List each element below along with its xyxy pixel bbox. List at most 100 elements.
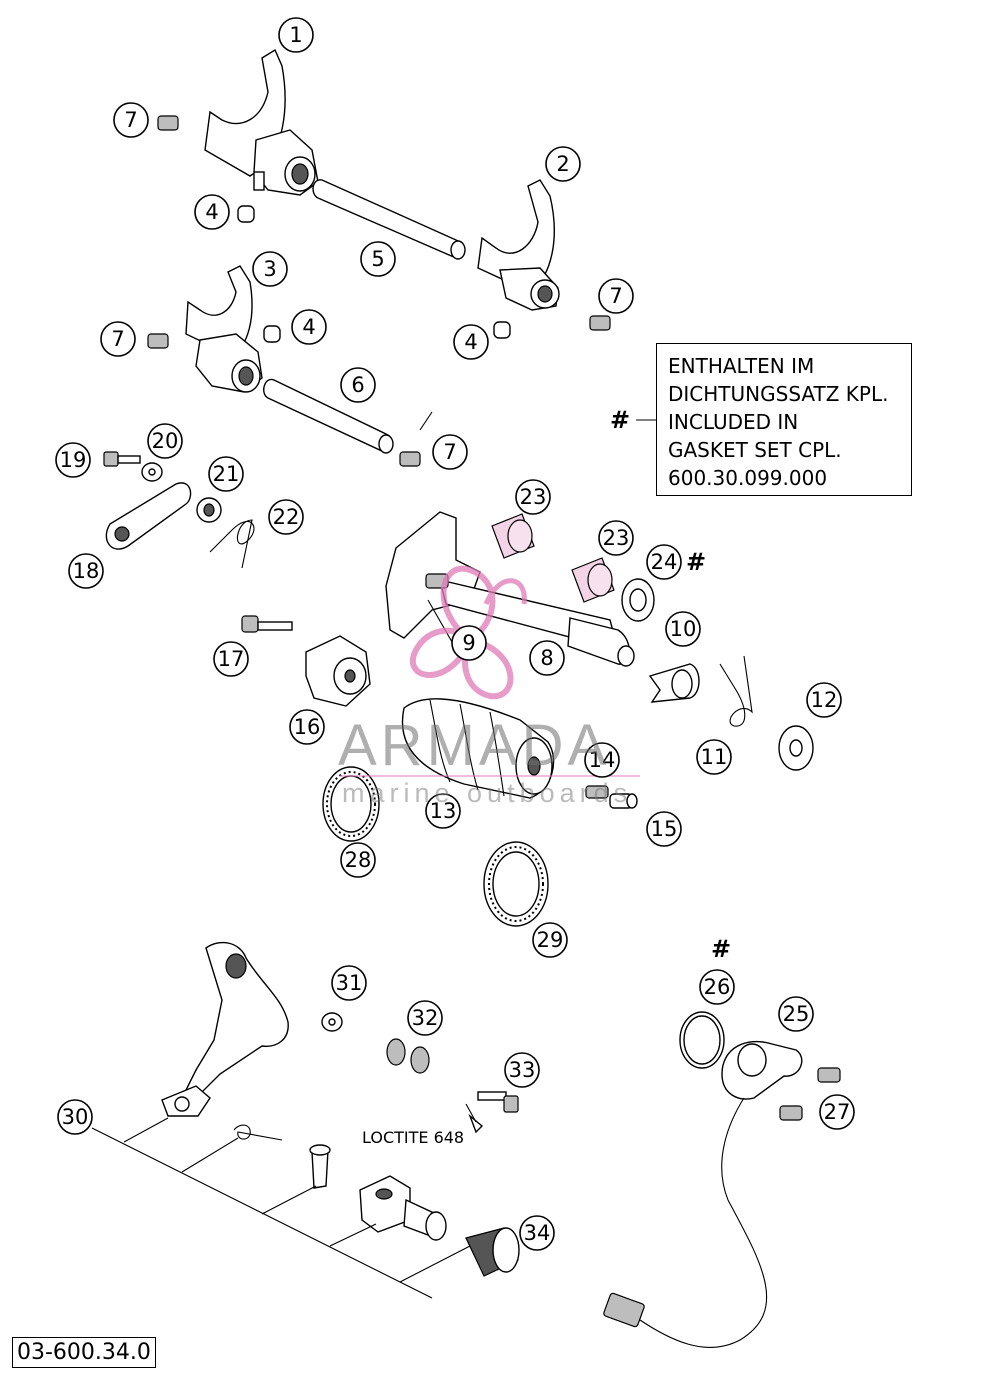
callout-5: 5 — [360, 241, 396, 277]
spring-clip-30 — [233, 1124, 283, 1141]
pin-30 — [309, 1144, 331, 1189]
gear-position-sensor-25 — [603, 1040, 803, 1348]
svg-text:14: 14 — [589, 748, 616, 772]
callout-29: 29 — [532, 922, 568, 958]
svg-text:30: 30 — [62, 1105, 89, 1129]
callout-30-leaders — [91, 1117, 471, 1299]
callout-16: 16 — [289, 709, 325, 745]
shift-pedal-tip-30 — [359, 1175, 447, 1241]
spring-7-b — [589, 315, 611, 331]
callout-7-b: 7 — [598, 278, 634, 314]
callout-30: 30 — [57, 1099, 93, 1135]
callout-3: 3 — [252, 251, 288, 287]
callout-27: 27 — [819, 1094, 855, 1130]
svg-text:20: 20 — [152, 429, 179, 453]
callout-13: 13 — [425, 793, 461, 829]
callout-4-c: 4 — [453, 324, 489, 360]
callout-7-a: 7 — [113, 102, 149, 138]
svg-text:8: 8 — [540, 646, 553, 670]
svg-text:4: 4 — [205, 200, 218, 224]
svg-text:21: 21 — [213, 462, 240, 486]
callout-10: 10 — [665, 611, 701, 647]
note-line-2: DICHTUNGSSATZ KPL. — [668, 382, 889, 406]
callout-14: 14 — [584, 742, 620, 778]
needle-bearing-23-b — [571, 557, 615, 603]
shift-rod-5 — [312, 179, 466, 260]
svg-text:7: 7 — [443, 440, 456, 464]
shift-drum-locating-16 — [305, 635, 371, 707]
svg-text:19: 19 — [60, 448, 87, 472]
svg-text:24: 24 — [651, 550, 678, 574]
callout-4-a: 4 — [194, 194, 230, 230]
hash-marker-note: # — [610, 406, 631, 434]
note-line-1: ENTHALTEN IM — [668, 354, 815, 378]
callout-7-d: 7 — [432, 434, 468, 470]
callout-19: 19 — [55, 442, 91, 478]
shaft-seal-24 — [621, 578, 655, 622]
svg-text:7: 7 — [609, 284, 622, 308]
svg-text:6: 6 — [351, 373, 364, 397]
hash-marker-24: # — [686, 548, 707, 576]
callout-25: 25 — [778, 996, 814, 1032]
watermark-tagline: marine outboards — [342, 778, 633, 808]
svg-text:5: 5 — [371, 247, 384, 271]
screw-27-a — [817, 1067, 841, 1083]
svg-text:33: 33 — [509, 1058, 536, 1082]
callout-23-b: 23 — [598, 520, 634, 556]
gasket-set-note: ENTHALTEN IM DICHTUNGSSATZ KPL. INCLUDED… — [656, 343, 912, 496]
roller-4-b — [263, 325, 281, 343]
bolt-19 — [103, 451, 141, 467]
svg-text:23: 23 — [520, 485, 547, 509]
spring-14 — [585, 785, 609, 799]
washer-12 — [778, 725, 814, 771]
callout-4-b: 4 — [291, 309, 327, 345]
washer-20 — [141, 462, 163, 482]
locking-lever-18 — [105, 482, 192, 550]
callout-18: 18 — [68, 553, 104, 589]
callout-33: 33 — [504, 1052, 540, 1088]
callout-31: 31 — [331, 965, 367, 1001]
callout-32: 32 — [407, 1000, 443, 1036]
callout-7-c: 7 — [100, 321, 136, 357]
svg-text:15: 15 — [651, 817, 678, 841]
svg-text:28: 28 — [345, 848, 372, 872]
callout-leaders — [419, 411, 658, 1123]
bushing-21 — [196, 497, 222, 523]
callout-26: 26 — [699, 969, 735, 1005]
svg-text:26: 26 — [704, 975, 731, 999]
svg-text:3: 3 — [263, 257, 276, 281]
diagram-reference-number: 03-600.34.0 — [12, 1337, 156, 1368]
o-ring-26 — [679, 1011, 725, 1069]
shift-fork-2 — [477, 179, 560, 311]
washer-31 — [321, 1012, 343, 1032]
svg-text:1: 1 — [289, 23, 302, 47]
spring-7-c — [147, 333, 169, 349]
screw-27-b — [779, 1105, 803, 1121]
shift-drum-13 — [401, 698, 555, 799]
lock-washers-32 — [386, 1038, 430, 1074]
shift-fork-1 — [204, 48, 319, 196]
svg-text:12: 12 — [811, 688, 838, 712]
callout-12: 12 — [806, 682, 842, 718]
callout-34: 34 — [519, 1215, 555, 1251]
callout-23-a: 23 — [515, 479, 551, 515]
callout-2: 2 — [545, 146, 581, 182]
svg-text:29: 29 — [537, 928, 564, 952]
spring-7-d — [399, 451, 421, 467]
note-line-5: 600.30.099.000 — [668, 466, 828, 490]
callout-22: 22 — [268, 499, 304, 535]
callout-28: 28 — [340, 842, 376, 878]
spring-22 — [209, 519, 255, 569]
svg-text:2: 2 — [556, 152, 569, 176]
bearing-28 — [322, 766, 380, 842]
callout-11: 11 — [696, 739, 732, 775]
svg-text:9: 9 — [462, 631, 475, 655]
svg-text:13: 13 — [430, 799, 457, 823]
watermark-brand: ARMADA — [338, 713, 611, 778]
svg-text:31: 31 — [336, 971, 363, 995]
callout-6: 6 — [340, 367, 376, 403]
shift-fork-3 — [185, 265, 263, 393]
callout-15: 15 — [646, 811, 682, 847]
roller-4-a — [237, 205, 255, 223]
